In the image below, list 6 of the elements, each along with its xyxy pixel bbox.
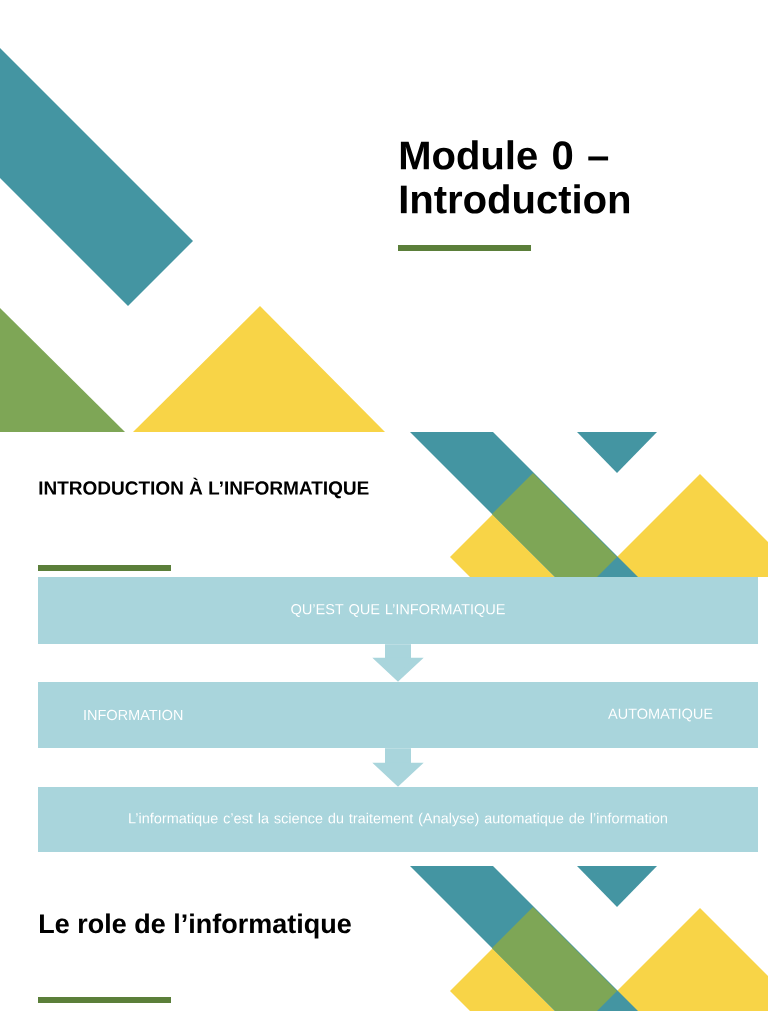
- section-heading: Le role de l’informatique: [40, 913, 351, 939]
- section-heading: INTRODUCTION À L’INFORMATIQUE: [39, 477, 369, 499]
- slide-title: Module 0 – Introduction: [400, 140, 630, 214]
- process-box: QU’EST QUE L’INFORMATIQUE: [38, 577, 758, 644]
- box-text: AUTOMATIQUE: [608, 708, 713, 722]
- box-text: INFORMATION: [84, 709, 183, 721]
